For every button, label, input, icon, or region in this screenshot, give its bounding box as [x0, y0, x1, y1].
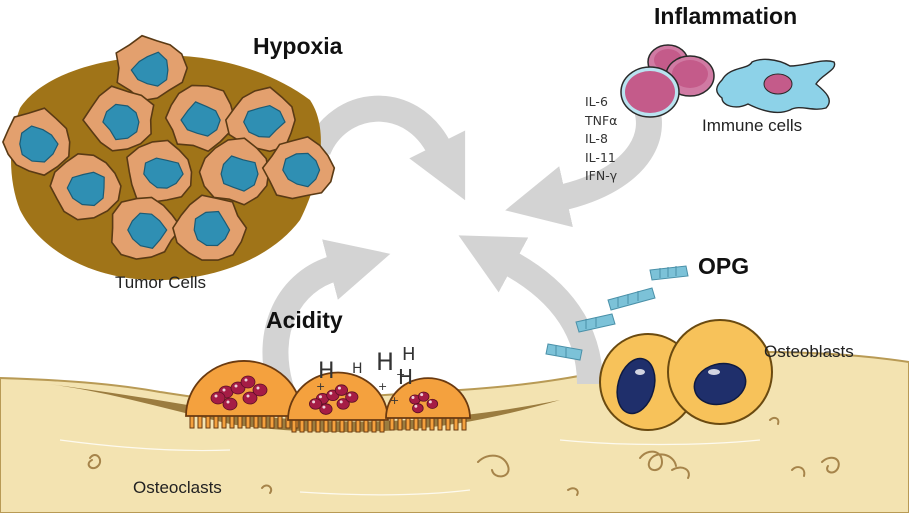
tumor-cell	[198, 137, 270, 206]
tumor-cell	[115, 34, 189, 102]
tumor-cells-label: Tumor Cells	[115, 273, 206, 292]
proton-charge: +	[316, 380, 325, 393]
opg-label: OPG	[698, 253, 750, 279]
cytokine-item: IL-8	[585, 131, 608, 146]
proton-ion: H	[402, 344, 416, 365]
tumor-cell	[261, 136, 336, 200]
cytokine-item: IFN-γ	[585, 168, 618, 183]
arrow-from-hypoxia	[305, 95, 466, 201]
cytokine-item: IL-11	[585, 149, 616, 165]
cytokine-list: IL-6 TNFα IL-8 IL-11 IFN-γ	[585, 93, 617, 186]
osteoclast-cells	[185, 360, 471, 433]
proton-charge: +	[390, 394, 399, 407]
immune-cells-label: Immune cells	[702, 116, 803, 135]
osteoblasts-cells	[599, 319, 773, 431]
osteoclast	[185, 360, 303, 429]
tumor-cell	[82, 85, 155, 152]
tumor-cell	[164, 84, 236, 153]
proton-ion: H	[376, 348, 394, 376]
immune-cell-macrophage	[716, 58, 836, 114]
tumor-cell	[110, 196, 183, 260]
acidity-label: Acidity	[266, 307, 343, 333]
tumor-cell	[2, 107, 71, 177]
arrow-from-opg	[458, 235, 603, 385]
immune-cell-round	[620, 44, 715, 118]
immune-cells-group	[620, 44, 836, 118]
hypoxia-label: Hypoxia	[253, 33, 343, 59]
proton-charge: +	[396, 368, 405, 381]
cytokine-item: TNFα	[585, 112, 618, 128]
opg-fragments	[545, 265, 689, 361]
cytokine-item: IL-6	[585, 94, 608, 109]
tumor-cell	[172, 194, 248, 261]
osteoblasts-label: Osteoblasts	[764, 342, 854, 361]
tumor-cells	[2, 34, 336, 261]
osteoclasts-label: Osteoclasts	[133, 478, 222, 497]
proton-ion: H	[352, 361, 363, 377]
proton-ion: H	[318, 359, 335, 384]
bone-thin-lines	[59, 439, 761, 496]
proton-charge: +	[378, 380, 387, 393]
osteoclast	[287, 371, 389, 433]
bone-fibers	[87, 416, 840, 496]
osteoblast-cell	[667, 319, 773, 425]
inflammation-label: Inflammation	[654, 3, 798, 29]
proton-ion: H	[398, 365, 413, 389]
tumor-cell	[126, 139, 193, 203]
osteoclast	[385, 377, 471, 431]
tumor-cell	[49, 152, 122, 221]
